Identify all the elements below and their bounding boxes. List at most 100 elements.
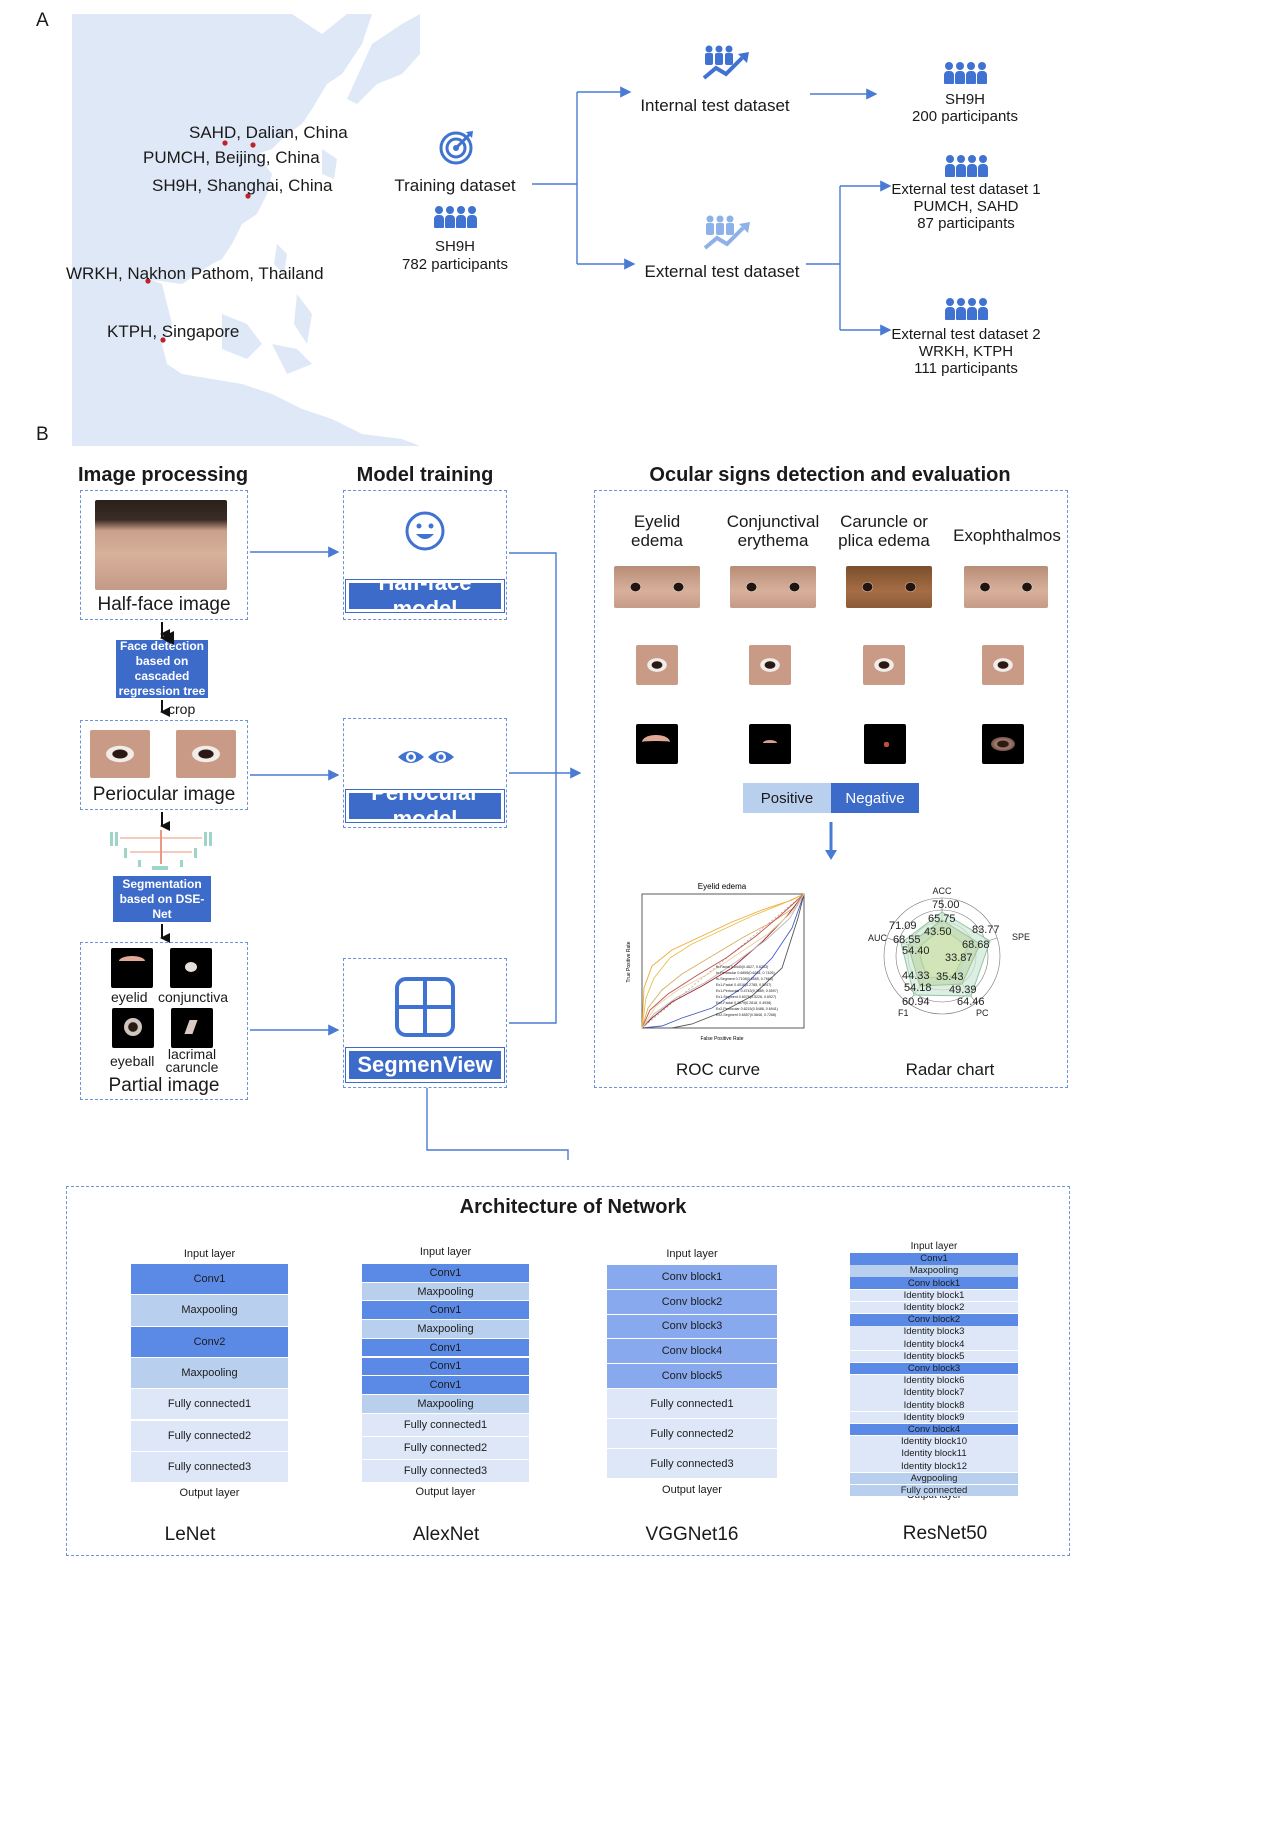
resnet-layer: Identity block9 bbox=[850, 1411, 1018, 1424]
vggnet-layer: Conv block5 bbox=[607, 1364, 777, 1388]
sign-caruncle-1: Caruncle or bbox=[840, 512, 928, 531]
resnet-layer: Identity block10 bbox=[850, 1436, 1018, 1448]
conjunctiva-label: conjunctiva bbox=[158, 989, 229, 1005]
roc-legend-item: In-Facial 0.5440(0.4627, 0.6253) bbox=[716, 965, 768, 969]
conj-face-photo bbox=[730, 566, 816, 608]
resnet-layer: Identity block3 bbox=[850, 1326, 1018, 1338]
roc-ylabel: True Positive Rate bbox=[626, 941, 632, 982]
alexnet-layer: Maxpooling bbox=[362, 1320, 529, 1338]
training-dataset-title: Training dataset bbox=[394, 176, 516, 195]
roc-legend-item: Ex2-Facial 0.3879(0.2818, 0.4938) bbox=[716, 1001, 771, 1005]
external2-count: 111 participants bbox=[914, 360, 1018, 377]
radar-value: 60.94 bbox=[902, 996, 930, 1008]
half-face-photo bbox=[95, 500, 227, 590]
roc-curve-label: ROC curve bbox=[675, 1060, 761, 1079]
radar-value: 68.55 bbox=[893, 934, 921, 946]
caruncle-face-photo bbox=[846, 566, 932, 608]
caruncle-peri-photo bbox=[863, 645, 905, 685]
roc-legend-item: Ex2-Periocular 0.6215(0.5488, 0.6941) bbox=[716, 1007, 778, 1011]
external1-sites: PUMCH, SAHD bbox=[913, 198, 1019, 215]
internal-site: SH9H bbox=[944, 91, 985, 108]
image-processing-heading: Image processing bbox=[78, 464, 249, 486]
panel-a-label: A bbox=[36, 10, 49, 31]
radar-value: 71.09 bbox=[889, 920, 917, 932]
resnet-layer: Identity block2 bbox=[850, 1301, 1018, 1314]
eyelid-seg-result bbox=[636, 724, 678, 764]
vggnet-name: VGGNet16 bbox=[645, 1524, 739, 1545]
radar-value: 75.00 bbox=[932, 899, 960, 911]
ocular-signs-heading: Ocular signs detection and evaluation bbox=[649, 464, 1011, 486]
conj-seg-result bbox=[749, 724, 791, 764]
resnet-name: ResNet50 bbox=[902, 1523, 988, 1544]
internal-test-title: Internal test dataset bbox=[640, 96, 790, 115]
alexnet-output: Output layer bbox=[415, 1486, 476, 1498]
partial-image-label: Partial image bbox=[108, 1075, 220, 1096]
roc-legend-item: Ex1-Periocular 0.4743(0.3889, 0.5597) bbox=[716, 989, 778, 993]
radar-value: 54.40 bbox=[902, 945, 930, 957]
vggnet-layer: Fully connected3 bbox=[607, 1449, 777, 1478]
radar-value: 44.33 bbox=[902, 970, 930, 982]
roc-legend-item: Ex2-Segment 0.6557(0.5846, 0.7268) bbox=[716, 1013, 776, 1017]
smiley-icon bbox=[405, 511, 445, 551]
training-site: SH9H bbox=[434, 238, 475, 255]
eyelid-label: eyelid bbox=[111, 989, 148, 1005]
radar-value: 83.77 bbox=[972, 924, 1000, 936]
resnet-layer: Identity block7 bbox=[850, 1387, 1018, 1399]
radar-chart: ACC SPE PC F1 AUC 75.00 83.77 65.75 43.5… bbox=[868, 886, 1030, 1018]
half-face-frame bbox=[80, 490, 248, 620]
vggnet-layer: Conv block2 bbox=[607, 1289, 777, 1314]
sign-eyelid-2: edema bbox=[631, 531, 683, 550]
periocular-label: Periocular image bbox=[92, 784, 236, 805]
sign-conj-1: Conjunctival bbox=[726, 512, 820, 531]
segmentation-box: Segmentation based on DSE-Net bbox=[113, 876, 211, 922]
radar-axis-label: ACC bbox=[932, 886, 952, 896]
resnet-layer: Conv block3 bbox=[850, 1362, 1018, 1375]
roc-title: Eyelid edema bbox=[698, 882, 747, 891]
external1-title: External test dataset 1 bbox=[891, 181, 1041, 198]
architecture-frame bbox=[66, 1186, 1070, 1556]
site-sahd: SAHD, Dalian, China bbox=[189, 123, 348, 142]
lenet-layer: Maxpooling bbox=[131, 1357, 288, 1389]
resnet-layer: Fully connected bbox=[850, 1484, 1018, 1497]
roc-legend-item: In-Segment 0.7108(0.6555, 0.7663) bbox=[716, 977, 773, 981]
sign-caruncle-2: plica edema bbox=[838, 531, 930, 550]
panel-a-connectors bbox=[532, 86, 892, 336]
roc-legend-item: Ex1-Facial 0.4016(0.2785, 0.5247) bbox=[716, 983, 771, 987]
people-icon bbox=[433, 206, 477, 228]
caruncle-seg-result bbox=[864, 724, 906, 764]
caruncle-seg-photo bbox=[171, 1008, 213, 1048]
alexnet-layer: Fully connected1 bbox=[362, 1413, 529, 1436]
alexnet-layer: Conv1 bbox=[362, 1376, 529, 1394]
radar-value: 43.50 bbox=[924, 926, 952, 938]
radar-value: 49.39 bbox=[949, 984, 977, 996]
alexnet-name: AlexNet bbox=[412, 1524, 480, 1545]
training-count: 782 participants bbox=[402, 256, 508, 273]
exo-peri-photo bbox=[982, 645, 1024, 685]
alexnet-layer: Conv1 bbox=[362, 1357, 529, 1376]
alexnet-layer: Conv1 bbox=[362, 1264, 529, 1282]
alexnet-layer: Conv1 bbox=[362, 1301, 529, 1320]
vggnet-layer: Fully connected1 bbox=[607, 1389, 777, 1418]
vggnet-output: Output layer bbox=[662, 1484, 722, 1496]
periocular-photo-left bbox=[90, 730, 150, 778]
detection-frame bbox=[594, 490, 1068, 1088]
model-training-heading: Model training bbox=[356, 464, 494, 486]
alexnet-layer: Maxpooling bbox=[362, 1394, 529, 1413]
eyelid-seg-photo bbox=[111, 948, 153, 988]
radar-value: 33.87 bbox=[945, 952, 973, 964]
lenet-output: Output layer bbox=[179, 1487, 240, 1499]
half-face-model-frame bbox=[343, 490, 507, 620]
resnet-layer: Conv block2 bbox=[850, 1314, 1018, 1326]
alexnet-layer: Conv1 bbox=[362, 1338, 529, 1357]
roc-xlabel: False Positive Rate bbox=[700, 1036, 743, 1042]
external-test-title: External test dataset bbox=[644, 262, 800, 281]
radar-chart-label: Radar chart bbox=[905, 1060, 995, 1079]
periocular-frame bbox=[80, 720, 248, 810]
external2-title: External test dataset 2 bbox=[891, 326, 1041, 343]
radar-value: 64.46 bbox=[957, 996, 985, 1008]
eyelid-peri-photo bbox=[636, 645, 678, 685]
half-face-label: Half-face image bbox=[97, 594, 231, 615]
site-pumch: PUMCH, Beijing, China bbox=[143, 148, 320, 167]
roc-legend-item: Ex1-Segment 0.6076(0.5226, 0.6927) bbox=[716, 995, 776, 999]
resnet-layer: Identity block11 bbox=[850, 1448, 1018, 1460]
